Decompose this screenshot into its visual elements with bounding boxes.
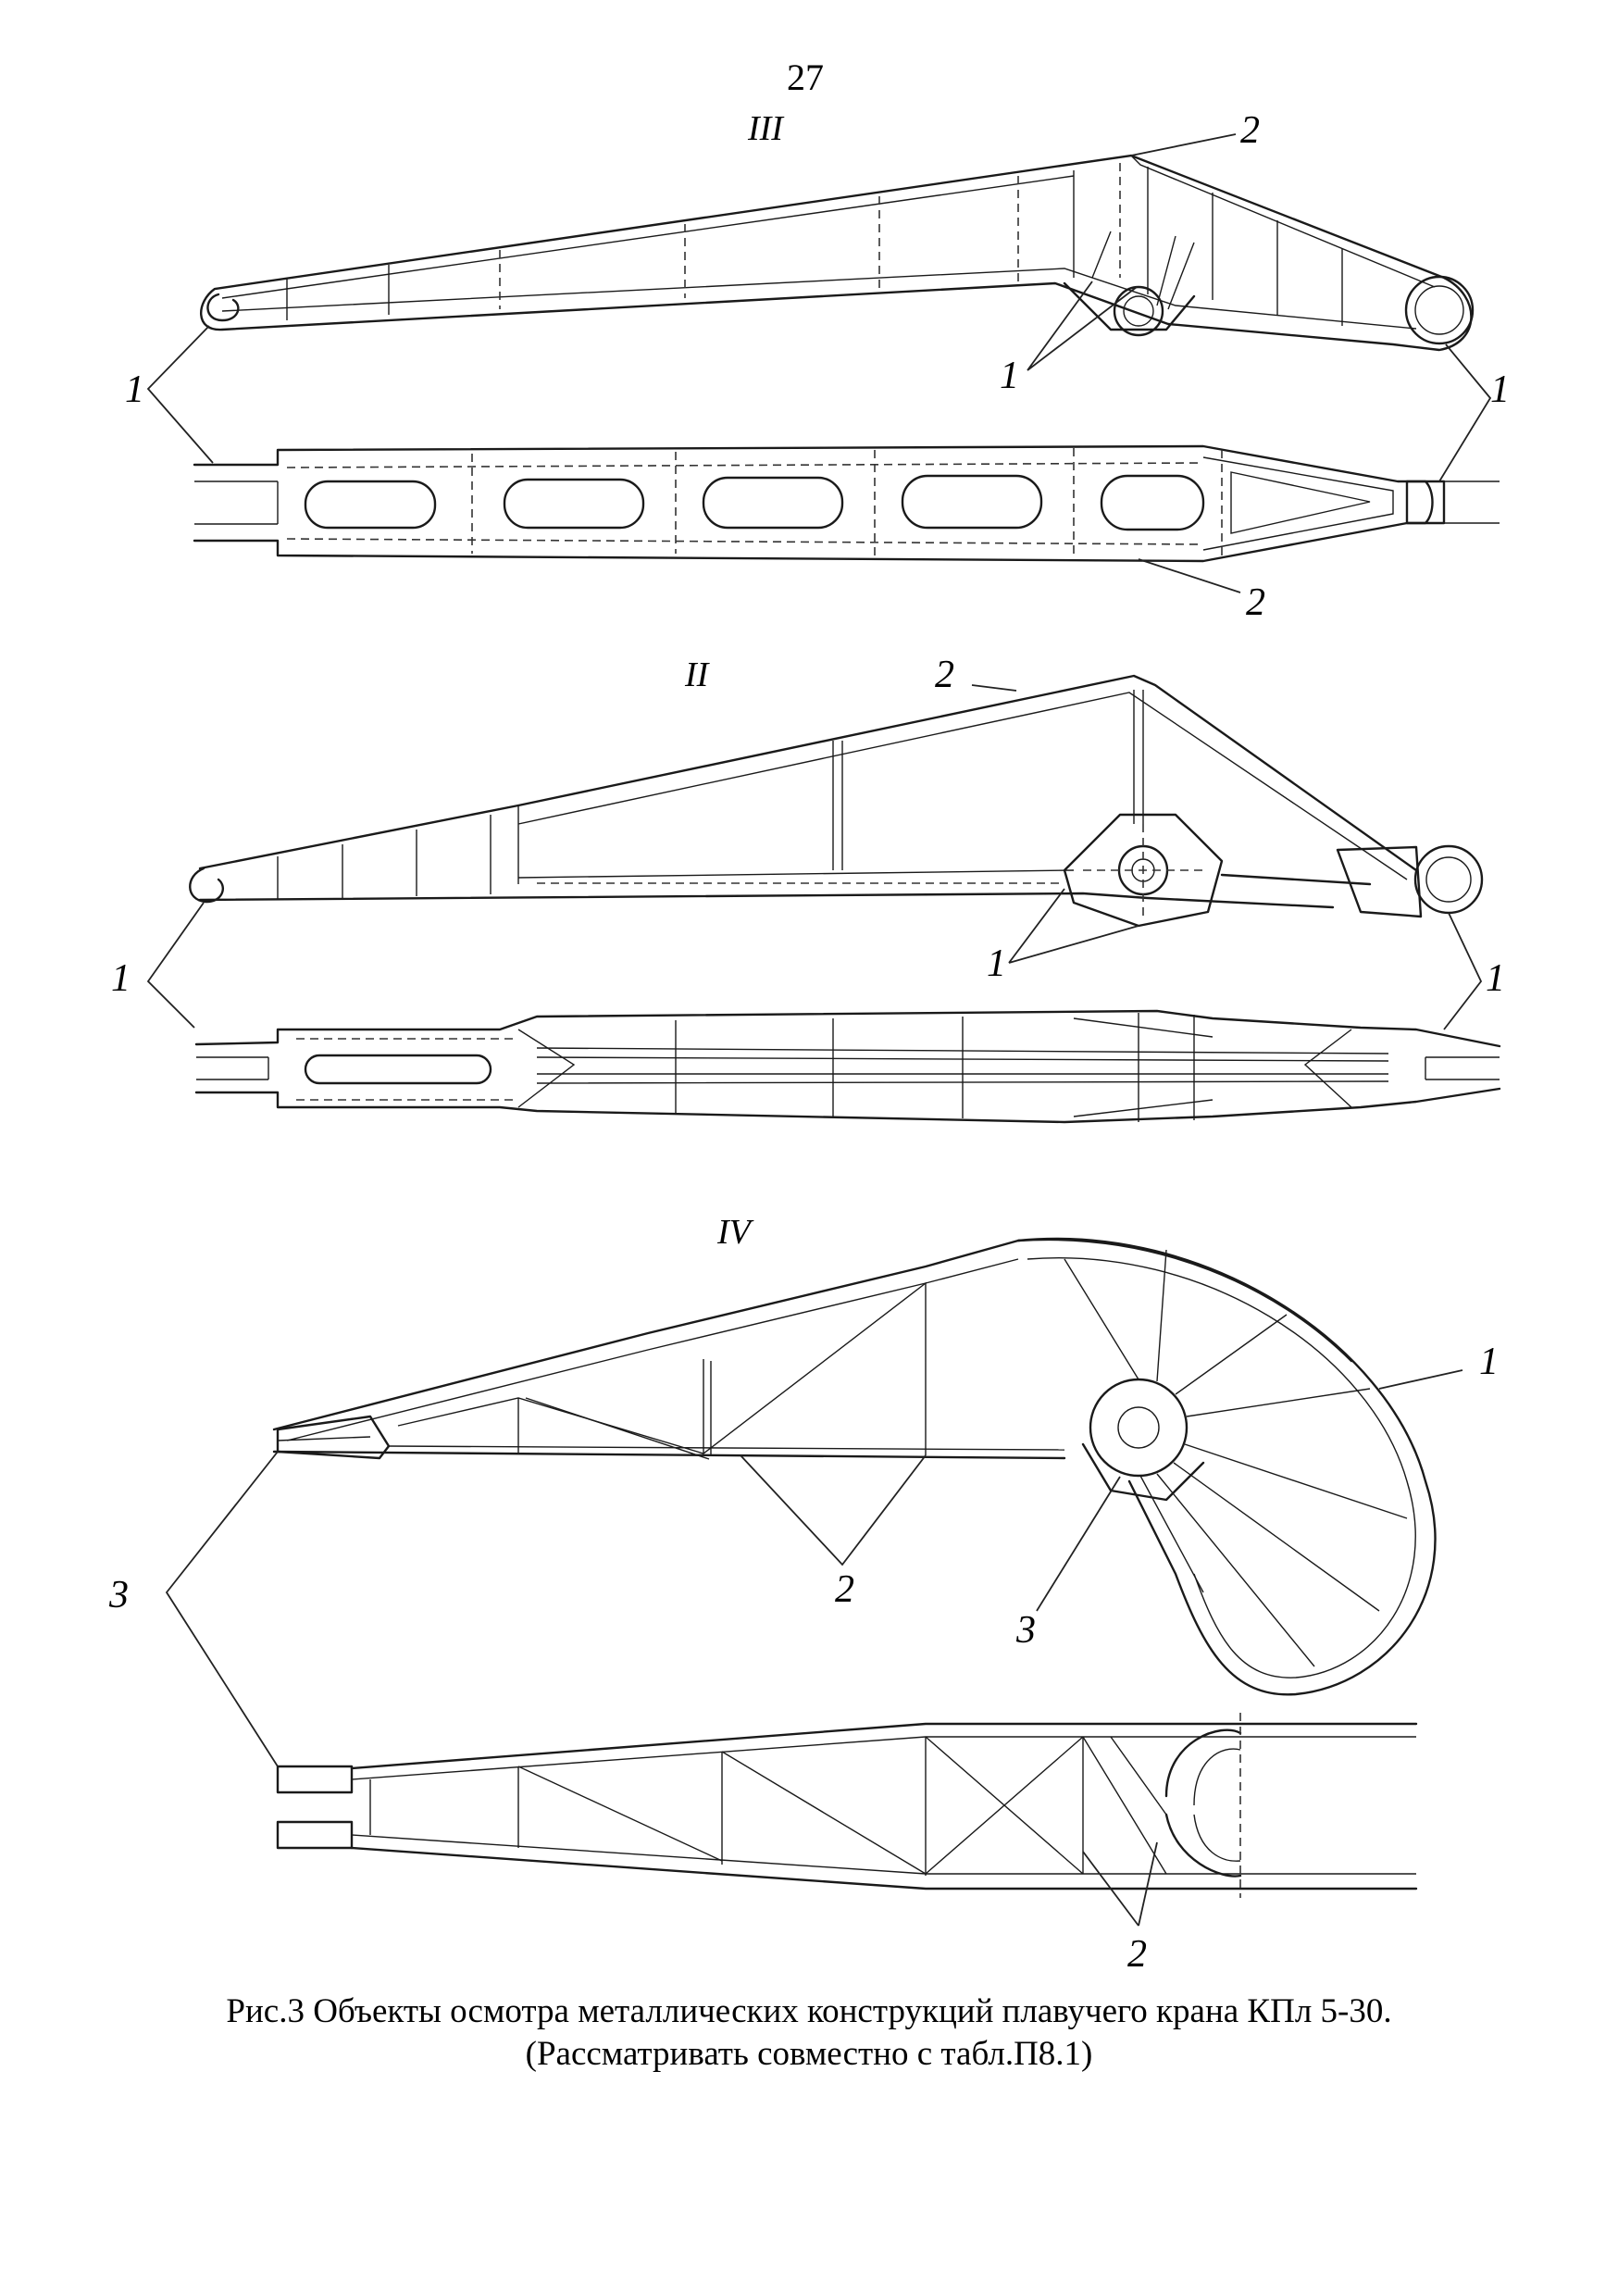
view-label-iii: III [748, 109, 783, 148]
view-ii-boom-plan [194, 1009, 1501, 1124]
callout-view4-mid-2: 2 [835, 1568, 854, 1611]
view-ii-boom-side [189, 674, 1484, 928]
callout-view3-left-1: 1 [125, 368, 144, 411]
callout-view2-right-1: 1 [1486, 957, 1505, 1000]
callout-view2-mid-1: 1 [987, 942, 1006, 985]
callout-view4-left-3: 3 [109, 1574, 129, 1616]
callout-view4-wheel-1: 1 [1479, 1341, 1499, 1383]
figure-caption: Рис.3 Объекты осмотра металлических конс… [0, 1990, 1618, 2076]
callout-view2-top-2: 2 [935, 654, 954, 696]
callout-view3-mid-1: 1 [1000, 355, 1019, 397]
callout-view3-top-2: 2 [1240, 109, 1260, 152]
view-label-ii: II [685, 655, 709, 694]
callout-view2-left-1: 1 [111, 957, 131, 1000]
view-iii-boom-side [200, 154, 1475, 352]
callout-view3-bottom-2: 2 [1246, 581, 1265, 624]
leader-lines [146, 133, 1492, 1927]
callout-view3-right-1: 1 [1490, 368, 1510, 411]
callout-view4-hub-3: 3 [1016, 1609, 1036, 1652]
view-label-iv: IV [717, 1213, 751, 1252]
view-iv-jib-plan [276, 1713, 1418, 1898]
callout-view4-bottom-2: 2 [1127, 1933, 1147, 1976]
caption-line-2: (Рассматривать совместно с табл.П8.1) [525, 2035, 1093, 2073]
view-iii-boom-plan [193, 444, 1500, 563]
view-iv-jib-side [272, 1237, 1437, 1696]
page-number: 27 [787, 56, 824, 98]
caption-line-1: Рис.3 Объекты осмотра металлических конс… [226, 1992, 1392, 2030]
